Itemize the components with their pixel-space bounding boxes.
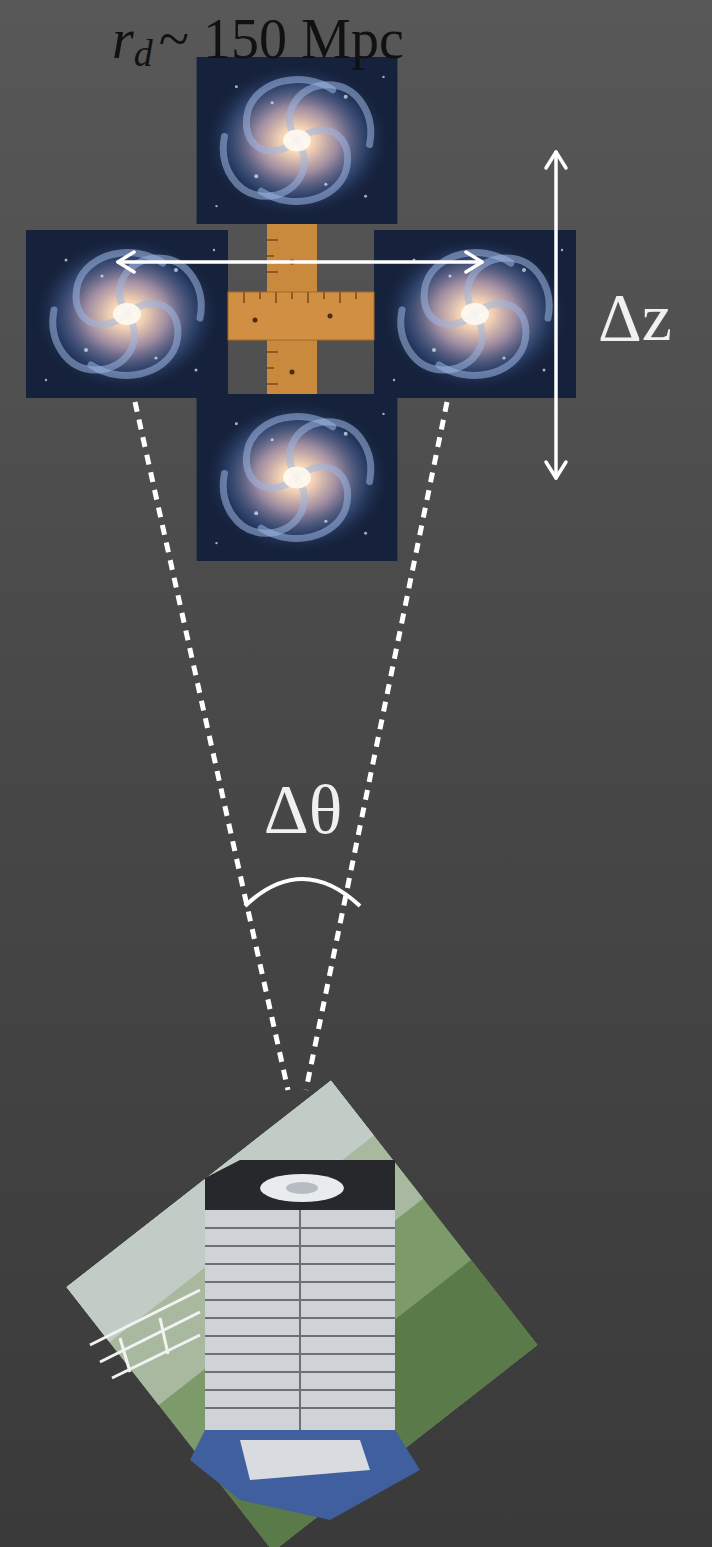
- ruler-dots: [253, 260, 333, 375]
- distance-value: ~ 150 Mpc: [159, 11, 404, 67]
- separation-arrow: [118, 252, 482, 272]
- galaxy-top: [197, 57, 398, 224]
- telescope-photo: [66, 1080, 538, 1547]
- telescope-aperture: [260, 1174, 344, 1202]
- angle-arc: [245, 879, 360, 906]
- ruler-horizontal: [228, 292, 374, 340]
- telescope-baffles: [205, 1210, 395, 1430]
- telescope-top: [205, 1160, 395, 1210]
- distance-subscript: d: [134, 34, 153, 72]
- ruler-cross: [228, 224, 374, 394]
- angle-label: Δθ: [264, 775, 343, 845]
- sight-lines: [135, 402, 447, 1090]
- distance-symbol: r: [112, 11, 134, 67]
- galaxies: [26, 57, 576, 561]
- redshift-interval: Δz: [598, 283, 672, 351]
- railing: [90, 1290, 200, 1378]
- telescope-body: [205, 1178, 395, 1430]
- redshift-arrow: [546, 152, 566, 478]
- telescope-mount: [190, 1430, 420, 1520]
- galaxy-left: [26, 230, 228, 398]
- galaxy-right: [374, 230, 576, 398]
- galaxy-bottom: [197, 394, 398, 561]
